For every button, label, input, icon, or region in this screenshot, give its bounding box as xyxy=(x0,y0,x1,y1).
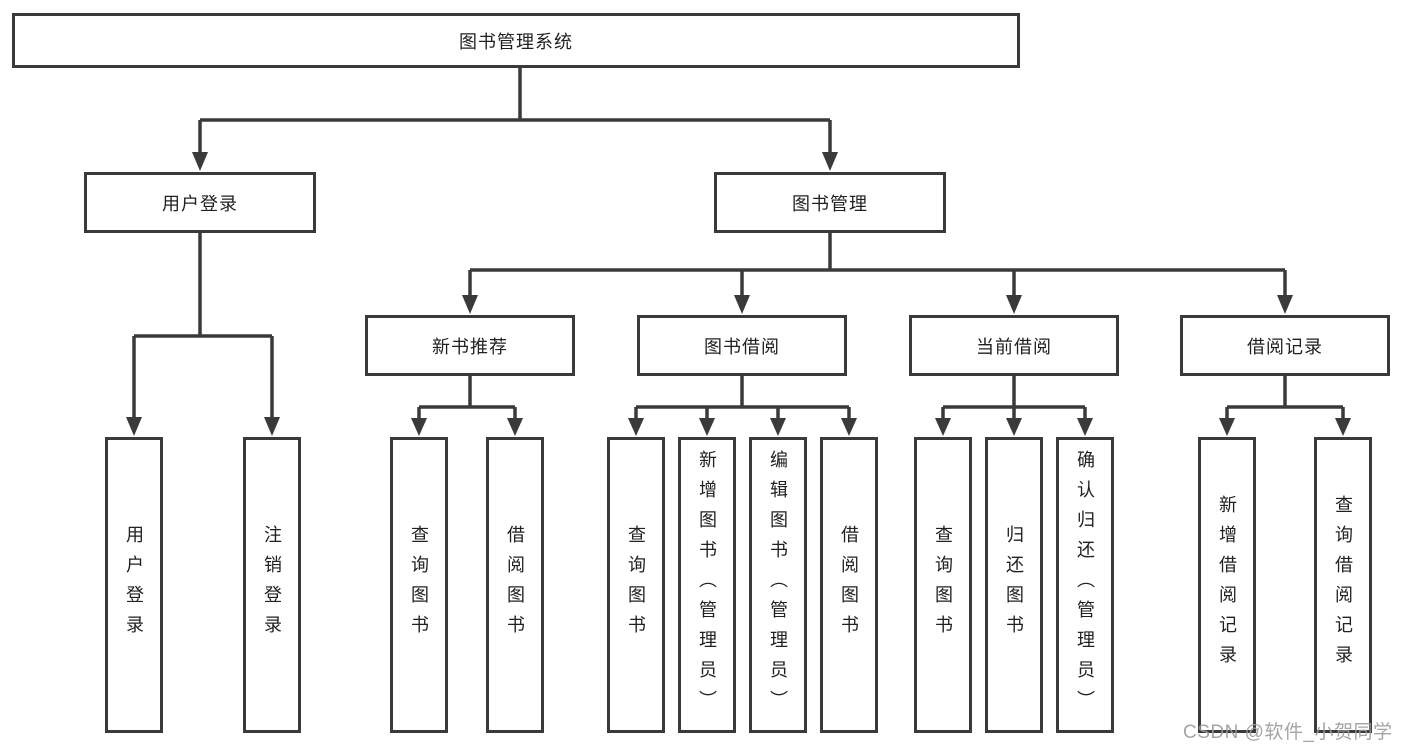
leaf-confirm-return-admin: 确认归还（管理员） xyxy=(1056,437,1114,733)
leaf-logout: 注销登录 xyxy=(243,437,301,733)
leaf-borrow-books-recommend-label: 借阅图书 xyxy=(505,525,525,645)
leaf-return-books-label: 归还图书 xyxy=(1004,525,1024,645)
leaf-add-borrow-record: 新增借阅记录 xyxy=(1198,437,1256,733)
leaf-return-books: 归还图书 xyxy=(985,437,1043,733)
leaf-query-books-current-label: 查询图书 xyxy=(933,525,953,645)
node-book-management: 图书管理 xyxy=(714,172,946,233)
leaf-query-books-recommend: 查询图书 xyxy=(390,437,448,733)
leaf-query-borrow-record: 查询借阅记录 xyxy=(1314,437,1372,733)
csdn-watermark: CSDN @软件_小贺同学 xyxy=(1183,722,1393,743)
leaf-user-login-label: 用户登录 xyxy=(124,525,144,645)
node-user-login-label: 用户登录 xyxy=(162,193,238,214)
leaf-query-books-current: 查询图书 xyxy=(914,437,972,733)
node-book-management-label: 图书管理 xyxy=(792,193,868,214)
leaf-query-books-recommend-label: 查询图书 xyxy=(409,525,429,645)
leaf-user-login: 用户登录 xyxy=(105,437,163,733)
leaf-confirm-return-admin-label: 确认归还（管理员） xyxy=(1075,450,1095,720)
node-current-borrow-label: 当前借阅 xyxy=(976,336,1052,357)
node-library-management-system-label: 图书管理系统 xyxy=(459,31,573,52)
node-book-borrow-label: 图书借阅 xyxy=(704,336,780,357)
leaf-query-books-borrow: 查询图书 xyxy=(607,437,665,733)
leaf-logout-label: 注销登录 xyxy=(262,525,282,645)
leaf-edit-books-admin: 编辑图书（管理员） xyxy=(749,437,807,733)
leaf-add-borrow-record-label: 新增借阅记录 xyxy=(1217,495,1237,675)
node-library-management-system: 图书管理系统 xyxy=(12,13,1020,68)
leaf-borrow-books-recommend: 借阅图书 xyxy=(486,437,544,733)
leaf-borrow-books: 借阅图书 xyxy=(820,437,878,733)
leaf-add-books-admin-label: 新增图书（管理员） xyxy=(697,450,717,720)
leaf-borrow-books-label: 借阅图书 xyxy=(839,525,859,645)
leaf-query-books-borrow-label: 查询图书 xyxy=(626,525,646,645)
node-book-borrow: 图书借阅 xyxy=(637,315,847,376)
leaf-query-borrow-record-label: 查询借阅记录 xyxy=(1333,495,1353,675)
leaf-add-books-admin: 新增图书（管理员） xyxy=(678,437,736,733)
node-borrow-records-label: 借阅记录 xyxy=(1247,336,1323,357)
node-current-borrow: 当前借阅 xyxy=(909,315,1119,376)
node-new-book-recommend-label: 新书推荐 xyxy=(432,336,508,357)
node-user-login: 用户登录 xyxy=(84,172,316,233)
node-new-book-recommend: 新书推荐 xyxy=(365,315,575,376)
leaf-edit-books-admin-label: 编辑图书（管理员） xyxy=(768,450,788,720)
node-borrow-records: 借阅记录 xyxy=(1180,315,1390,376)
